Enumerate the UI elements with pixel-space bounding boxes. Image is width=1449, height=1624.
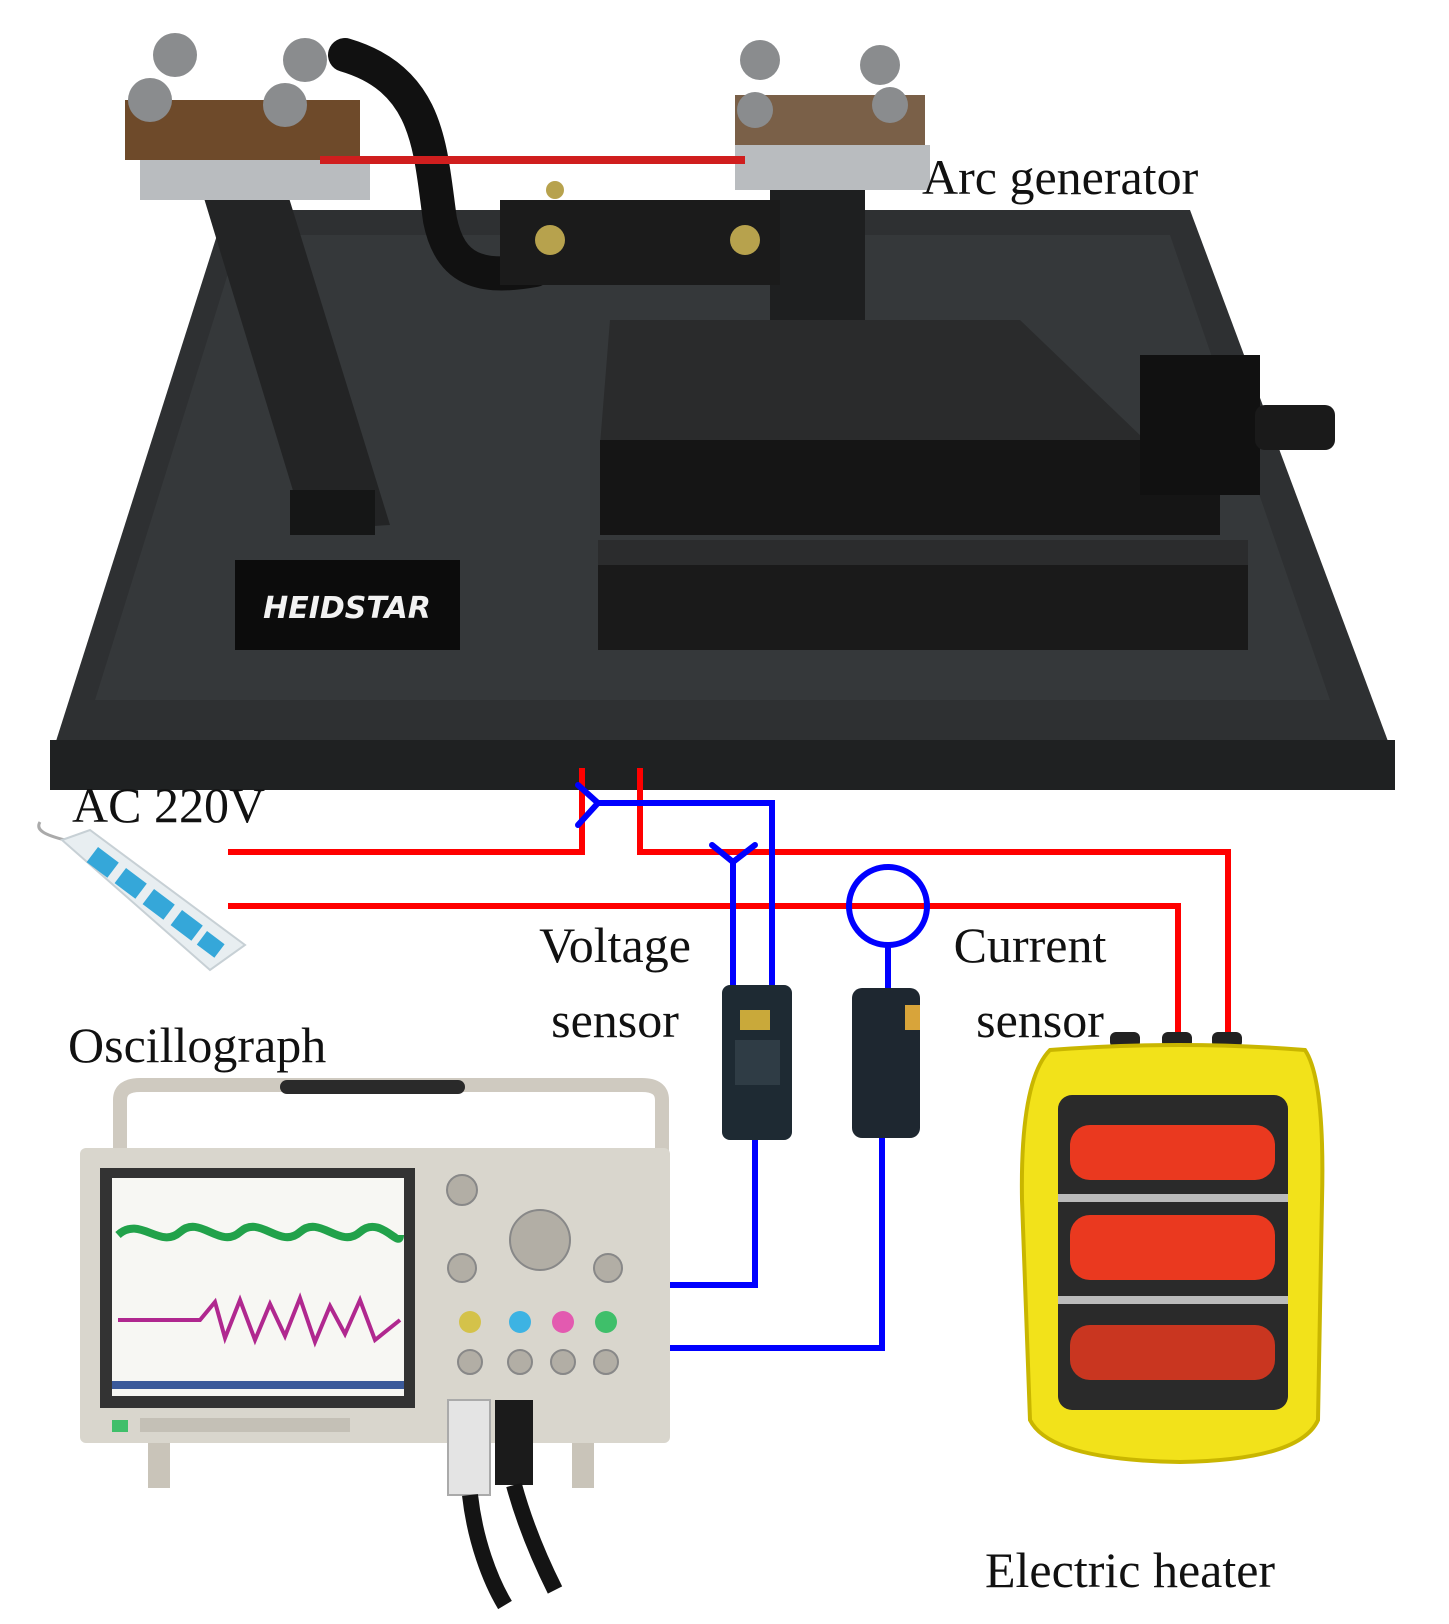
- label-voltage-sensor-line2: sensor: [551, 992, 679, 1048]
- arc-generator-apparatus: HEIDSTAR: [50, 33, 1395, 790]
- probe-tips: [575, 782, 758, 865]
- voltage-sensor-panel: [735, 1040, 780, 1085]
- right-bolt-1: [740, 40, 780, 80]
- scope-trace-voltage: [115, 1222, 404, 1243]
- socket-5: [196, 930, 225, 958]
- left-bolt-1: [153, 33, 197, 77]
- scope-channel-knob-2: [509, 1311, 531, 1333]
- scope-knob-2: [509, 1209, 571, 1271]
- probe-tip-a2: [575, 800, 601, 828]
- left-column-foot: [290, 490, 375, 535]
- terminal-nut-2: [730, 225, 760, 255]
- signal-wiring: [598, 800, 891, 1351]
- scope-knob-8: [593, 1349, 619, 1375]
- power-strip-icon: [37, 821, 247, 972]
- scope-handle: [113, 1078, 669, 1155]
- heater-element-2: [1070, 1215, 1275, 1280]
- socket-2: [114, 867, 147, 899]
- voltage-sensor-probe-icon: [722, 985, 792, 1140]
- scope-knob-7: [550, 1349, 576, 1375]
- scope-probe-plug-1: [447, 1399, 491, 1496]
- scope-channel-knob-1: [459, 1311, 481, 1333]
- right-bolt-4: [872, 87, 908, 123]
- electric-heater-icon: [1019, 1032, 1325, 1465]
- slide-stage-body: [600, 440, 1220, 535]
- scope-trace-current: [118, 1292, 402, 1348]
- scope-bottom-buttons: [140, 1418, 350, 1432]
- label-oscillograph: Oscillograph: [68, 1017, 327, 1073]
- scope-knob-3: [447, 1253, 477, 1283]
- probe-tip-b1: [709, 842, 736, 865]
- scope-knob-5: [457, 1349, 483, 1375]
- power-wire-neutral: [228, 903, 1181, 1040]
- left-bolt-4: [263, 83, 307, 127]
- oscilloscope-icon: [80, 1078, 670, 1610]
- left-bolt-3: [128, 78, 172, 122]
- scope-channel-knob-3: [552, 1311, 574, 1333]
- socket-4: [170, 909, 203, 941]
- label-current-sensor-line1: Current: [953, 917, 1107, 973]
- right-clamp-plate: [735, 145, 930, 190]
- socket-1: [86, 846, 119, 878]
- left-bolt-2: [283, 38, 327, 82]
- power-wire-live: [228, 768, 585, 855]
- label-ac-source: AC 220V: [72, 777, 266, 833]
- scope-foot-left: [148, 1443, 170, 1488]
- power-wiring: [228, 768, 1231, 1040]
- terminal-nut-3: [546, 181, 564, 199]
- scope-knob-4: [593, 1253, 623, 1283]
- label-arc-generator: Arc generator: [922, 149, 1199, 205]
- voltage-sensor-display: [740, 1010, 770, 1030]
- current-clamp-icon: [852, 988, 920, 1138]
- scope-foot-right: [572, 1443, 594, 1488]
- slide-knob: [1255, 405, 1335, 450]
- heater-element-3: [1070, 1325, 1275, 1380]
- scope-handle-grip: [280, 1080, 465, 1094]
- logo-text: HEIDSTAR: [263, 591, 431, 626]
- probe-tip-a1: [575, 782, 601, 806]
- probe-tip-b2: [730, 842, 758, 865]
- logo-plate: [235, 560, 460, 650]
- current-clamp-body: [852, 988, 920, 1138]
- left-column: [200, 185, 390, 530]
- scope-power-button: [112, 1420, 128, 1432]
- scope-channel-knob-4: [595, 1311, 617, 1333]
- slide-motor: [1140, 355, 1260, 495]
- current-clamp-ring: [846, 864, 930, 948]
- scope-screen: [112, 1178, 404, 1396]
- terminal-nut-1: [535, 225, 565, 255]
- socket-3: [142, 888, 175, 920]
- scope-probe-cable-1: [462, 1494, 512, 1610]
- label-voltage-sensor-line1: Voltage: [539, 917, 691, 973]
- scope-probe-cable-2: [506, 1482, 563, 1594]
- right-bolt-3: [737, 92, 773, 128]
- right-bolt-2: [860, 45, 900, 85]
- slide-rail-top: [598, 540, 1248, 565]
- label-current-sensor-line2: sensor: [976, 992, 1104, 1048]
- scope-probe-plug-2: [495, 1400, 533, 1485]
- current-clamp-jaw: [905, 1005, 920, 1030]
- voltage-signal-wire: [667, 1140, 758, 1288]
- power-strip-cord: [37, 821, 66, 842]
- current-signal-wire: [667, 1138, 885, 1351]
- slide-stage-top: [600, 320, 1145, 445]
- scope-knob-6: [507, 1349, 533, 1375]
- voltage-tap-wire: [598, 800, 775, 985]
- label-electric-heater: Electric heater: [985, 1542, 1276, 1598]
- left-clamp-plate: [140, 160, 370, 200]
- black-cable: [328, 38, 552, 291]
- heater-element-1: [1070, 1125, 1275, 1180]
- scope-knob-1: [446, 1174, 478, 1206]
- power-wire-return: [637, 768, 1231, 1040]
- base-board-edge: [50, 740, 1395, 790]
